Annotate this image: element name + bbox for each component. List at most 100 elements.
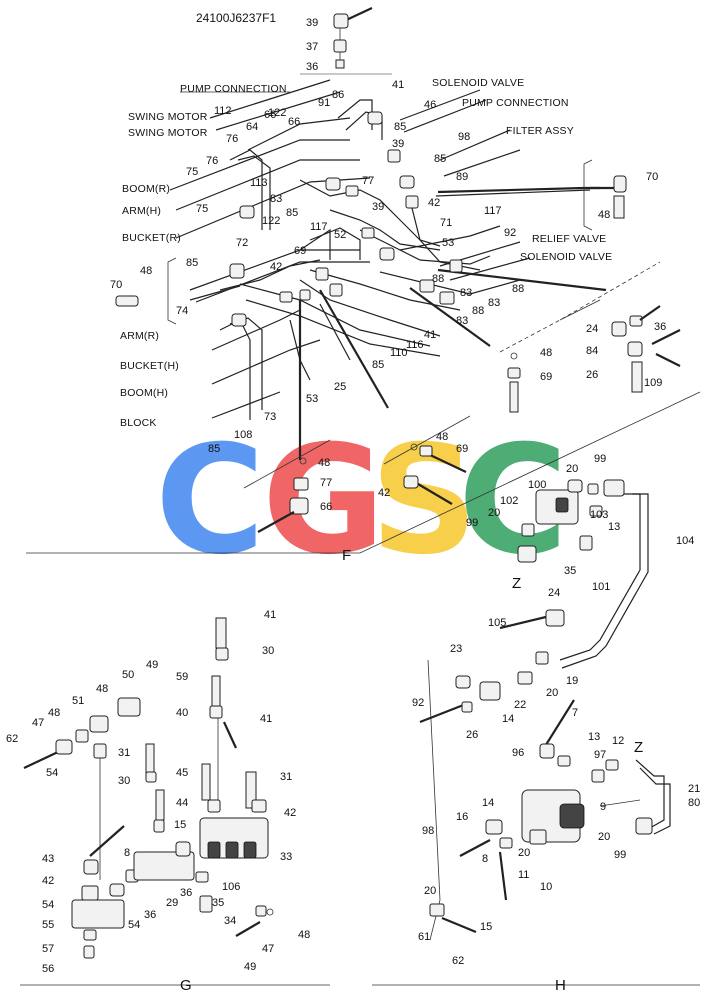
- label-pump-connection: PUMP CONNECTION: [462, 97, 569, 109]
- label-bucket-r: BUCKET(R): [122, 232, 181, 244]
- label-filter-assy: FILTER ASSY: [506, 125, 574, 137]
- part-number: 97: [594, 749, 606, 761]
- part-number: 61: [418, 931, 430, 943]
- main-piping-assembly: [115, 79, 681, 460]
- part-number: 75: [186, 166, 198, 178]
- part-number: 51: [72, 695, 84, 707]
- part-number: 48: [540, 347, 552, 359]
- part-number: 30: [118, 775, 130, 787]
- part-number: 53: [442, 237, 454, 249]
- part-number: 83: [460, 287, 472, 299]
- part-number: 116: [406, 339, 424, 351]
- part-number: 92: [504, 227, 516, 239]
- section-letter-h: H: [555, 977, 566, 994]
- part-number: 8: [124, 847, 130, 859]
- section-g-view: [20, 617, 330, 986]
- part-number: 102: [500, 495, 518, 507]
- top-fitting-stack: [300, 7, 392, 75]
- part-number: 66: [264, 109, 276, 121]
- part-number: 83: [488, 297, 500, 309]
- part-number: 66: [320, 501, 332, 513]
- part-number: 62: [6, 733, 18, 745]
- part-number: 75: [196, 203, 208, 215]
- section-h-view: [372, 609, 700, 986]
- part-number: 19: [566, 675, 578, 687]
- part-number: 29: [166, 897, 178, 909]
- part-number: 80: [688, 797, 700, 809]
- part-number: 14: [482, 797, 494, 809]
- part-number: 104: [676, 535, 694, 547]
- part-number: 9: [600, 801, 606, 813]
- part-number: 26: [586, 369, 598, 381]
- part-number: 20: [566, 463, 578, 475]
- component-name-labels: PUMP CONNECTION SOLENOID VALVE PUMP CONN…: [120, 77, 612, 429]
- part-number: 14: [502, 713, 514, 725]
- label-boom-h: BOOM(H): [120, 387, 168, 399]
- part-number: 52: [334, 229, 346, 241]
- part-number: 85: [372, 359, 384, 371]
- section-f-view: [26, 391, 701, 669]
- part-number: 7: [572, 707, 578, 719]
- part-number: 41: [260, 713, 272, 725]
- part-number: 85: [434, 153, 446, 165]
- part-number: 34: [224, 915, 236, 927]
- part-number: 88: [512, 283, 524, 295]
- part-number: 42: [270, 261, 282, 273]
- part-number-callouts: 39 37 36 41 86 91 122 66 112 64 66 46 85…: [6, 17, 700, 975]
- part-number: 88: [472, 305, 484, 317]
- part-number: 42: [42, 875, 54, 887]
- part-number: 21: [688, 783, 700, 795]
- part-number: 88: [432, 273, 444, 285]
- part-number: 49: [244, 961, 256, 973]
- part-number: 86: [332, 89, 344, 101]
- part-number: 10: [540, 881, 552, 893]
- section-letter-z1: Z: [512, 575, 521, 592]
- part-number: 50: [122, 669, 134, 681]
- part-number: 99: [594, 453, 606, 465]
- part-number: 23: [450, 643, 462, 655]
- part-number: 48: [298, 929, 310, 941]
- part-number: 25: [334, 381, 346, 393]
- part-number: 48: [436, 431, 448, 443]
- part-number: 36: [306, 61, 318, 73]
- label-boom-r: BOOM(R): [122, 183, 170, 195]
- label-bucket-h: BUCKET(H): [120, 360, 179, 372]
- part-number: 89: [456, 171, 468, 183]
- part-number: 20: [518, 847, 530, 859]
- part-number: 69: [456, 443, 468, 455]
- part-number: 83: [270, 193, 282, 205]
- part-number: 49: [146, 659, 158, 671]
- part-number: 41: [392, 79, 404, 91]
- part-number: 57: [42, 943, 54, 955]
- drawing-code: 24100J6237F1: [196, 11, 276, 25]
- part-number: 91: [318, 97, 330, 109]
- part-number: 39: [306, 17, 318, 29]
- part-number: 84: [586, 345, 598, 357]
- part-number: 100: [528, 479, 546, 491]
- part-number: 113: [250, 177, 268, 189]
- part-number: 112: [214, 105, 232, 117]
- label-arm-r: ARM(R): [120, 330, 159, 342]
- part-number: 45: [176, 767, 188, 779]
- section-letter-g: G: [180, 977, 192, 994]
- part-number: 30: [262, 645, 274, 657]
- part-number: 92: [412, 697, 424, 709]
- part-number: 122: [268, 107, 286, 119]
- part-number: 98: [458, 131, 470, 143]
- part-number: 69: [540, 371, 552, 383]
- part-number: 69: [294, 245, 306, 257]
- part-number: 20: [424, 885, 436, 897]
- part-number: 85: [394, 121, 406, 133]
- part-number: 54: [46, 767, 58, 779]
- part-number: 76: [206, 155, 218, 167]
- part-number: 40: [176, 707, 188, 719]
- part-number: 31: [118, 747, 130, 759]
- part-number: 42: [378, 487, 390, 499]
- part-number: 15: [174, 819, 186, 831]
- part-number: 47: [32, 717, 44, 729]
- part-number: 22: [514, 699, 526, 711]
- part-number: 85: [186, 257, 198, 269]
- section-letters: F Z Z G H: [180, 547, 643, 994]
- part-number: 48: [48, 707, 60, 719]
